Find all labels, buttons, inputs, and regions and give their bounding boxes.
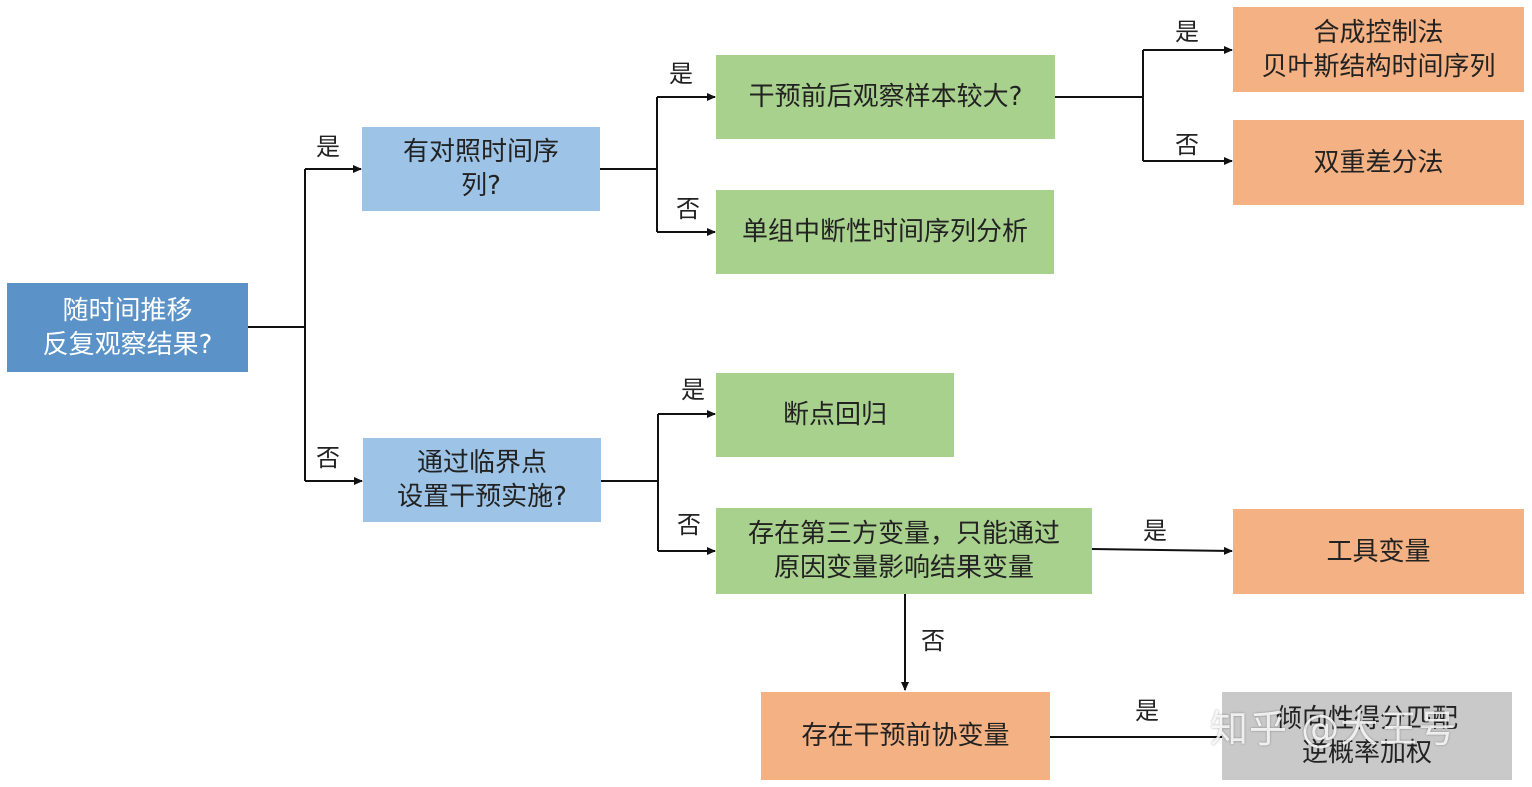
- label-covariate-yes: 是: [1135, 697, 1159, 725]
- node-did-text: 双重差分法: [1313, 147, 1444, 178]
- node-single-its: 单组中断性时间序列分析: [716, 190, 1054, 274]
- node-synthetic-control-text: 合成控制法 贝叶斯结构时间序列: [1261, 17, 1496, 82]
- label-thirdvar-yes: 是: [1143, 517, 1167, 545]
- label-sample-no: 否: [1175, 131, 1199, 159]
- node-psm-text: 倾向性得分匹配 逆概率加权: [1275, 704, 1458, 768]
- node-sample-question-text: 干预前后观察样本较大?: [748, 82, 1023, 112]
- node-control-question: 有对照时间序 列?: [362, 127, 600, 211]
- node-third-var-question-text: 存在第三方变量，只能通过 原因变量影响结果变量: [747, 519, 1060, 583]
- node-third-var-question: 存在第三方变量，只能通过 原因变量影响结果变量: [716, 508, 1092, 594]
- node-control-question-text: 有对照时间序 列?: [402, 137, 559, 201]
- node-rdd-text: 断点回归: [782, 400, 887, 430]
- node-iv-text: 工具变量: [1326, 536, 1431, 567]
- node-threshold-question-text: 通过临界点 设置干预实施?: [397, 448, 567, 512]
- node-iv: 工具变量: [1233, 509, 1524, 594]
- label-thirdvar-no: 否: [921, 627, 945, 655]
- label-control-no: 否: [676, 195, 700, 223]
- node-psm: 倾向性得分匹配 逆概率加权: [1222, 692, 1512, 780]
- node-threshold-question: 通过临界点 设置干预实施?: [363, 438, 601, 522]
- node-sample-question: 干预前后观察样本较大?: [716, 55, 1055, 139]
- label-root-yes: 是: [316, 133, 340, 161]
- node-root: 随时间推移 反复观察结果?: [7, 283, 248, 372]
- label-root-no: 否: [316, 444, 340, 472]
- node-single-its-text: 单组中断性时间序列分析: [741, 217, 1028, 247]
- node-covariate-question: 存在干预前协变量: [761, 692, 1050, 780]
- node-did: 双重差分法: [1233, 120, 1524, 205]
- node-covariate-question-text: 存在干预前协变量: [801, 721, 1010, 751]
- label-threshold-yes: 是: [681, 376, 705, 404]
- label-threshold-no: 否: [677, 511, 701, 539]
- node-synthetic-control: 合成控制法 贝叶斯结构时间序列: [1233, 7, 1524, 92]
- label-sample-yes: 是: [1175, 18, 1199, 46]
- label-control-yes: 是: [669, 60, 693, 88]
- node-rdd: 断点回归: [716, 373, 954, 457]
- node-root-text: 随时间推移 反复观察结果?: [42, 295, 213, 360]
- watermark: 知乎 @大王号: [1210, 707, 1458, 751]
- edge-thirdvar-yes: [1091, 546, 1233, 555]
